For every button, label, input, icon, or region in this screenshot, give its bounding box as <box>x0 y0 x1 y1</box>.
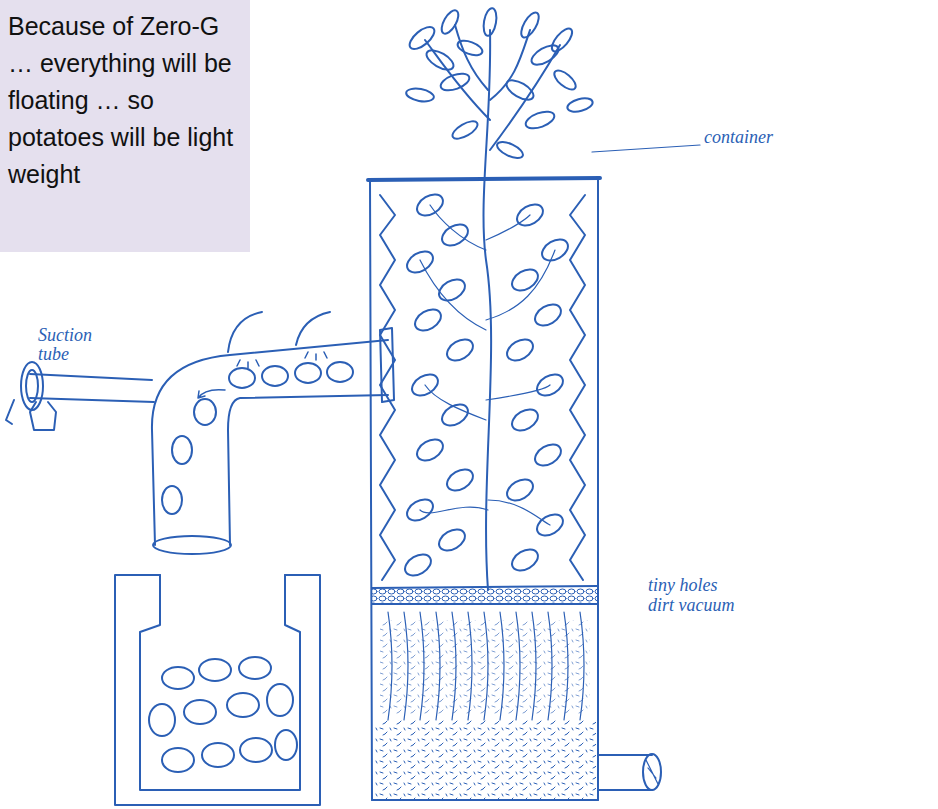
potato <box>403 495 436 525</box>
part-label: Suction tube <box>38 326 108 364</box>
potato <box>184 700 216 724</box>
leaf <box>551 67 579 93</box>
suction-tube <box>30 374 154 402</box>
potato <box>533 510 566 540</box>
container-wall <box>370 180 598 800</box>
potato <box>508 545 541 575</box>
spray-drops <box>237 352 327 368</box>
potato <box>199 659 231 681</box>
dirt-particles <box>374 720 596 800</box>
leaf <box>439 70 472 93</box>
potato <box>408 370 441 400</box>
potato <box>538 235 571 265</box>
potato <box>411 305 444 335</box>
potato <box>508 405 541 435</box>
leaf <box>482 7 499 37</box>
leaf <box>456 38 485 58</box>
collector-bin <box>115 575 320 805</box>
potato <box>327 362 353 382</box>
suction-handle <box>6 400 14 424</box>
potato <box>267 684 293 716</box>
container-leader <box>592 145 700 152</box>
pipe-flange <box>380 328 394 402</box>
potato <box>531 440 564 470</box>
potato <box>227 693 259 717</box>
potato <box>508 265 541 295</box>
potato <box>443 335 476 365</box>
leaf <box>406 23 438 53</box>
part-label: dirt vacuum <box>648 596 788 615</box>
potato <box>531 300 564 330</box>
dirt-particles <box>380 620 590 715</box>
potato <box>229 368 255 388</box>
leaf <box>504 76 537 103</box>
leaf <box>524 108 557 131</box>
zigzag-liner <box>380 195 395 580</box>
part-label: tiny holes <box>648 576 768 595</box>
potato <box>275 730 297 760</box>
leaf <box>518 10 542 40</box>
suction-pump <box>30 402 56 430</box>
container-lid <box>368 178 600 180</box>
potato <box>443 465 476 495</box>
chamber-bottom <box>372 799 598 801</box>
potato <box>413 435 446 465</box>
potato <box>435 275 468 305</box>
potato <box>162 748 194 772</box>
potato <box>435 525 468 555</box>
potato <box>413 190 446 220</box>
zigzag-liner <box>570 195 585 580</box>
leaf <box>450 118 480 142</box>
potato <box>194 399 216 425</box>
tiny-holes-band <box>372 588 598 604</box>
outlet-hatch <box>646 760 658 784</box>
leaf <box>424 46 457 73</box>
harvest-pipe <box>152 340 388 545</box>
harvest-pipe <box>228 395 388 545</box>
potato <box>403 247 436 277</box>
potato <box>503 335 536 365</box>
outlet-opening <box>643 754 661 790</box>
potato <box>162 486 182 514</box>
leaf <box>566 96 594 114</box>
potato <box>503 475 536 505</box>
flow-arrow <box>198 390 225 398</box>
potato <box>295 363 321 383</box>
note-text: Because of Zero-G … everything will be f… <box>8 8 244 193</box>
potato <box>162 667 194 689</box>
potato <box>149 704 175 736</box>
potato <box>401 550 434 580</box>
potato <box>239 657 271 679</box>
part-label: container <box>704 128 824 147</box>
suction-opening <box>21 362 43 410</box>
potato <box>513 200 546 230</box>
leaf <box>548 25 575 54</box>
potato <box>438 220 471 250</box>
potato <box>262 366 288 386</box>
leaf <box>495 139 525 162</box>
potato-branch <box>420 205 555 525</box>
suction-opening <box>26 370 38 402</box>
plant-branch <box>425 25 560 150</box>
mesh-line <box>372 586 598 604</box>
pipe-mouth <box>153 536 231 554</box>
potato <box>438 400 471 430</box>
spray-nozzle <box>228 312 330 352</box>
leaf <box>438 8 461 37</box>
potato <box>172 436 192 464</box>
collector-bin <box>140 575 300 790</box>
note-box: Because of Zero-G … everything will be f… <box>0 0 250 252</box>
potato <box>240 738 272 762</box>
potato <box>202 743 234 767</box>
potato <box>533 370 566 400</box>
leaf <box>529 41 562 68</box>
leaf <box>405 87 435 104</box>
